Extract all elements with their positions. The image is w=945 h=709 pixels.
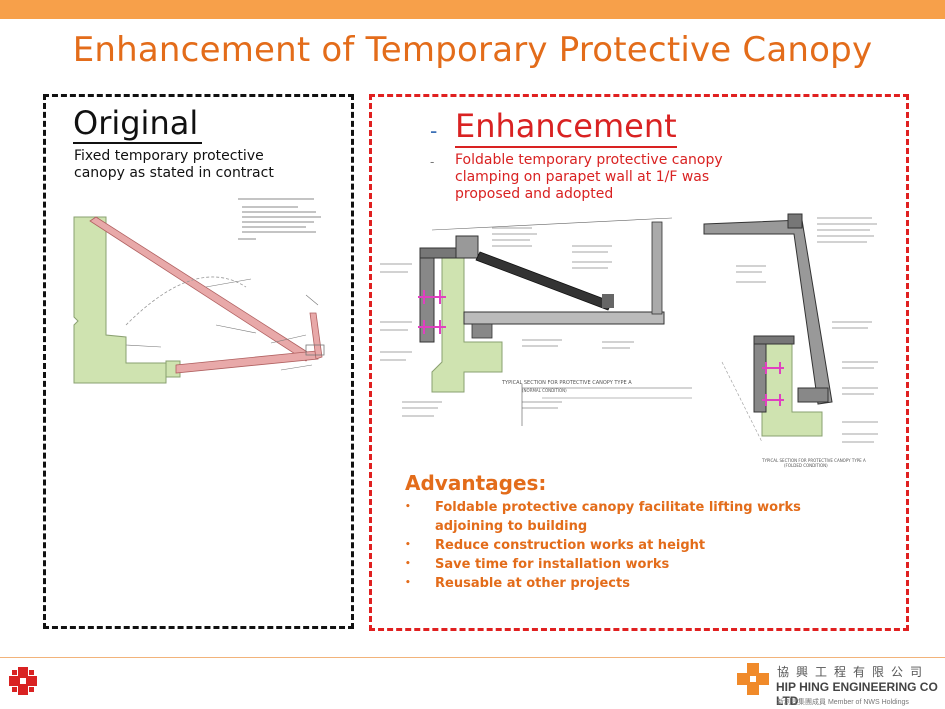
advantages-list: • Foldable protective canopy facilitate l… [405,498,845,593]
enhancement-dash: - [430,118,438,143]
company-name-chinese: 協興工程有限公司 [777,665,930,679]
bullet: • [405,578,411,588]
section-a-diagonal-strut [475,251,613,311]
bullet: • [405,540,411,550]
advantage-text: Save time for installation works [435,557,670,572]
advantages-heading: Advantages: [405,471,547,495]
enhancement-section-b-drawing: TYPICAL SECTION FOR PROTECTIVE CANOPY TY… [703,213,878,468]
advantage-item: • Reusable at other projects [405,574,845,593]
enhancement-heading: Enhancement [455,106,677,148]
section-a-clamp-markers [418,290,446,334]
section-a-canopy-deck [463,311,665,325]
original-callout-box [305,344,325,356]
section-b-subcaption: (FOLDED CONDITION) [784,463,828,468]
advantage-item: • Foldable protective canopy facilitate l… [405,498,845,536]
advantage-item: • Reduce construction works at height [405,536,845,555]
footer-emblem-icon [9,667,37,695]
original-canopy-drawing [73,198,325,384]
section-b-clamp-markers [762,362,784,406]
original-canopy-upstand [309,312,323,360]
original-drawing-notes [238,198,321,240]
bullet: • [405,559,411,569]
enhancement-panel [369,94,909,631]
original-panel [43,94,354,629]
advantage-text: Reusable at other projects [435,576,630,591]
company-logo-icon [737,663,769,695]
enhancement-sub-dash: - [430,154,435,169]
footer-divider [0,657,945,658]
bullet: • [405,502,411,512]
company-subtitle: 新創建集團成員 Member of NWS Holdings [777,699,909,706]
original-canopy-bottom [175,350,319,374]
advantage-text: Foldable protective canopy facilitate li… [435,500,801,534]
section-a-caption: TYPICAL SECTION FOR PROTECTIVE CANOPY TY… [501,380,632,386]
top-accent-bar [0,0,945,19]
section-a-subcaption: (NORMAL CONDITION) [522,388,567,393]
company-name-english: HIP HING ENGINEERING CO LTD [776,680,938,708]
advantage-item: • Save time for installation works [405,555,845,574]
advantage-text: Reduce construction works at height [435,538,706,553]
section-b-caption: TYPICAL SECTION FOR PROTECTIVE CANOPY TY… [761,458,866,463]
original-concrete-wall [73,216,167,384]
original-description: Fixed temporary protective canopy as sta… [74,148,274,181]
enhancement-section-a-drawing: TYPICAL SECTION FOR PROTECTIVE CANOPY TY… [380,217,692,426]
slide-title: Enhancement of Temporary Protective Cano… [72,30,873,70]
original-heading: Original [73,104,203,144]
enhancement-description: Foldable temporary protective canopy cla… [455,152,723,202]
